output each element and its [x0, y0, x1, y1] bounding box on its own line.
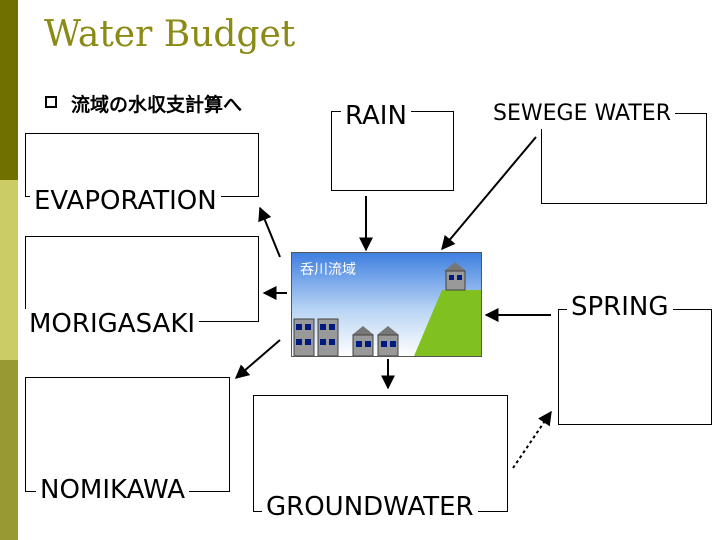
bullet-square-icon: [45, 96, 57, 108]
watershed-illustration: 呑川流域: [291, 252, 482, 357]
house-icon: [377, 326, 399, 356]
sewege-water-label: SEWEGE WATER: [489, 99, 675, 129]
groundwater-label: GROUNDWATER: [262, 492, 478, 522]
hill-house-icon: [444, 262, 466, 291]
basin-to-evaporation-arrow: [258, 206, 281, 258]
nomikawa-label: NOMIKAWA: [36, 475, 190, 505]
side-band-middle: [0, 180, 18, 360]
watershed-scene-drawing: [292, 253, 481, 356]
groundwater-to-spring-arrow: [512, 410, 552, 469]
evaporation-label: EVAPORATION: [30, 186, 221, 216]
sewege-to-basin-arrow: [441, 136, 537, 251]
spring-label: SPRING: [567, 292, 673, 322]
side-band-top: [0, 0, 18, 180]
building-icon: [293, 318, 315, 356]
building-icon: [317, 318, 339, 356]
hill: [414, 290, 481, 356]
house-icon: [352, 326, 374, 356]
side-band-bottom: [0, 360, 18, 540]
slide-title: Water Budget: [44, 14, 296, 55]
watershed-label: 呑川流域: [300, 262, 356, 278]
basin-to-nomikawa-arrow: [234, 339, 281, 379]
bullet-text: 流域の水収支計算へ: [71, 94, 243, 116]
rain-label: RAIN: [341, 101, 411, 131]
morigasaki-label: MORIGASAKI: [25, 309, 200, 339]
